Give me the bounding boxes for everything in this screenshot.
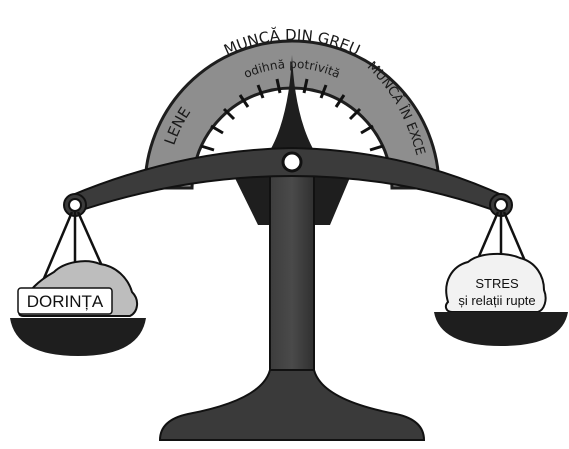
- right-pan-bowl: [434, 312, 568, 346]
- left-hook: [69, 199, 81, 211]
- beam-pivot: [283, 153, 301, 171]
- right-pan-label-line1: STRES: [475, 276, 519, 291]
- left-pan-bowl: [10, 318, 146, 356]
- right-hook: [495, 199, 507, 211]
- right-pan: STRES și relații rupte: [434, 212, 568, 346]
- right-pan-label-line2: și relații rupte: [458, 293, 535, 308]
- scale-stand: [160, 170, 424, 440]
- left-pan-label: DORINȚA: [27, 292, 104, 311]
- left-pan: DORINȚA: [10, 212, 146, 356]
